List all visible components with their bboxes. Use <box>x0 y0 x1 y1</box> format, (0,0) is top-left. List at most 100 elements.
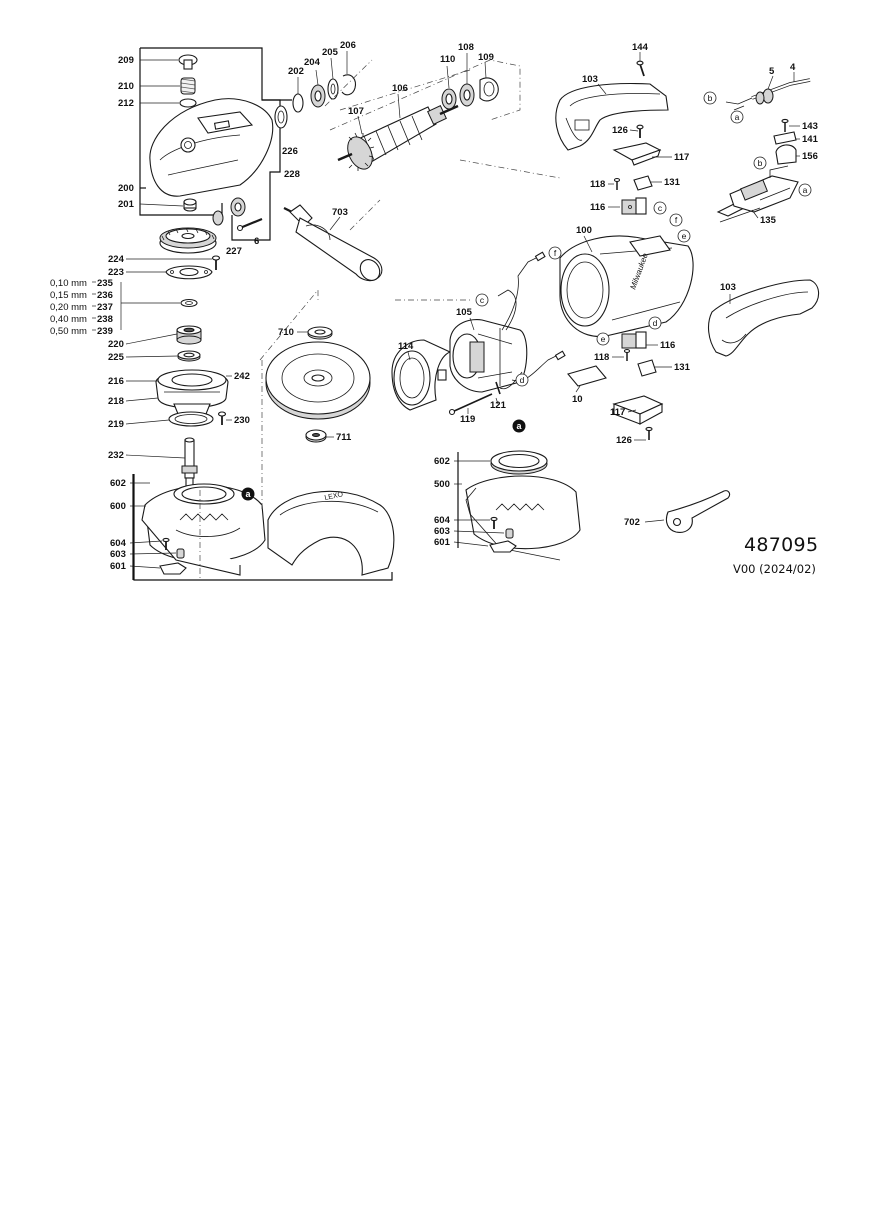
callout-223: 223 <box>108 267 124 278</box>
callout-144: 144 <box>632 42 649 53</box>
connection-marker-e: e <box>677 229 691 243</box>
callout-220: 220 <box>108 339 124 350</box>
label-plate <box>567 365 607 387</box>
callout-106: 106 <box>392 83 408 94</box>
shim-code: 235 <box>97 278 114 289</box>
callout-224: 224 <box>108 254 125 265</box>
callout-230: 230 <box>234 415 250 426</box>
shim-size: 0,15 mm <box>50 290 87 301</box>
callout-201: 201 <box>118 199 135 210</box>
switch-assembly <box>716 165 799 223</box>
svg-text:d: d <box>653 318 658 328</box>
callout-603-alt: 603 <box>434 526 450 537</box>
callout-227: 227 <box>226 246 242 257</box>
svg-text:d: d <box>520 375 525 385</box>
callout-603: 603 <box>110 549 126 560</box>
callout-604-alt: 604 <box>434 515 451 526</box>
screw <box>211 255 221 270</box>
callout-117: 117 <box>674 152 689 163</box>
callout-225: 225 <box>108 352 125 363</box>
callout-114: 114 <box>398 341 414 352</box>
callout-212: 212 <box>118 98 134 109</box>
flange-nut <box>307 326 333 340</box>
callout-110: 110 <box>440 54 455 65</box>
brush-cover <box>612 395 664 440</box>
spring <box>180 77 196 95</box>
power-cord <box>725 78 811 111</box>
callout-156: 156 <box>802 151 818 162</box>
shim-code: 237 <box>97 302 113 313</box>
brush-cover <box>612 142 662 166</box>
connection-marker-e: e <box>596 332 610 346</box>
svg-text:c: c <box>480 295 485 305</box>
backing-flange <box>305 429 327 443</box>
callout-131-lower: 131 <box>674 362 691 373</box>
callout-216: 216 <box>108 376 124 387</box>
shim-code: 238 <box>97 314 113 325</box>
stator <box>449 318 528 393</box>
callout-711: 711 <box>336 432 352 443</box>
baffle-ring <box>391 339 452 411</box>
svg-text:a: a <box>803 185 808 195</box>
callout-232: 232 <box>108 450 124 461</box>
ball-bearing <box>176 325 202 345</box>
pinion-gear <box>212 197 246 226</box>
callout-121: 121 <box>490 400 507 411</box>
shim-size: 0,10 mm <box>50 278 87 289</box>
callout-710: 710 <box>278 327 294 338</box>
callout-6: 6 <box>254 236 259 247</box>
callout-204: 204 <box>304 57 321 68</box>
callout-206: 206 <box>340 40 356 51</box>
svg-text:c: c <box>658 203 663 213</box>
motor-housing: Milwaukee <box>559 235 694 338</box>
callout-500: 500 <box>434 479 450 490</box>
connection-marker-d: d <box>515 373 529 387</box>
svg-text:f: f <box>554 248 557 258</box>
bevel-gear <box>159 227 217 254</box>
wheel-guard <box>141 483 266 576</box>
bearing-flange <box>155 369 229 427</box>
svg-text:f: f <box>675 215 678 225</box>
connection-marker-c: c <box>475 293 489 307</box>
callout-labels: 209 210 212 200 201 202 204 205 206 226 … <box>108 40 819 572</box>
gear-housing <box>149 98 274 197</box>
handle-half-upper <box>555 83 669 151</box>
svg-text:a: a <box>735 112 740 122</box>
callout-118-lower: 118 <box>594 352 609 363</box>
shim-code: 239 <box>97 326 113 337</box>
handle-half-lower <box>707 279 820 357</box>
connection-marker-b: b <box>753 156 767 170</box>
callout-109: 109 <box>478 52 494 63</box>
brush-holder-upper <box>613 175 653 215</box>
callout-10: 10 <box>572 394 583 405</box>
cord-clamp <box>773 118 797 165</box>
marker-a-black <box>241 487 255 501</box>
stator-screws <box>448 381 501 416</box>
callout-226: 226 <box>282 146 298 157</box>
bearing-stack <box>292 74 356 113</box>
callout-601: 601 <box>110 561 127 572</box>
spindle-lock-button <box>178 54 198 70</box>
screw <box>636 60 645 77</box>
exploded-parts-diagram: LEXO a <box>50 40 820 581</box>
callout-5: 5 <box>769 66 775 77</box>
shim-size: 0,40 mm <box>50 314 87 325</box>
svg-text:a: a <box>516 421 522 431</box>
guard-hardware <box>159 537 187 575</box>
brush-holder-lower <box>621 331 657 377</box>
guard-hardware-alt <box>489 516 517 553</box>
callout-103: 103 <box>582 74 598 85</box>
svg-text:a: a <box>245 489 251 499</box>
callout-100: 100 <box>576 225 592 236</box>
leader-lines <box>120 51 800 569</box>
callout-135: 135 <box>760 215 777 226</box>
svg-text:b: b <box>758 158 763 168</box>
callout-703: 703 <box>332 207 348 218</box>
side-handle <box>283 204 383 282</box>
lock-washer <box>274 105 288 129</box>
callout-108: 108 <box>458 42 474 53</box>
callout-228: 228 <box>284 169 300 180</box>
screw <box>236 217 263 232</box>
wheel-guard-alt <box>465 450 581 561</box>
svg-text:e: e <box>682 231 687 241</box>
